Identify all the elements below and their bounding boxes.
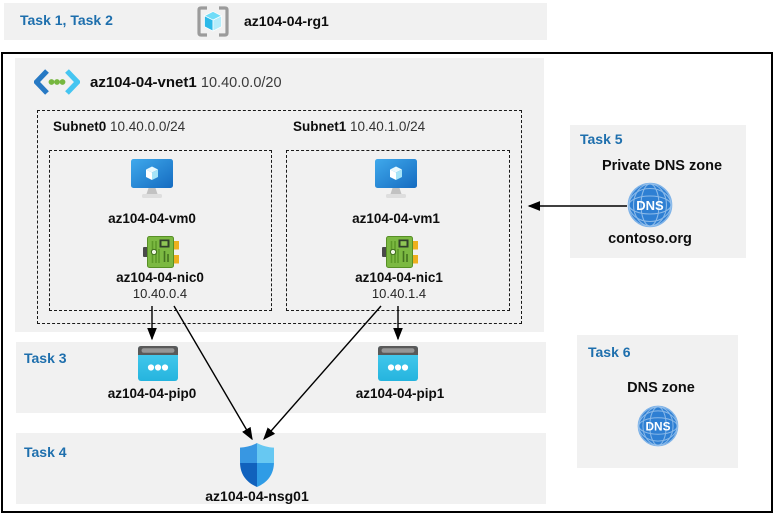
private-dns-zone-icon: DNS [627,182,673,228]
pip0-icon [138,346,178,381]
subnet0-label: Subnet0 10.40.0.0/24 [53,119,185,134]
subnet0-name: Subnet0 [53,119,107,134]
private-dns-icon-text: DNS [636,198,664,213]
vm0-icon [131,159,173,198]
vm1-name: az104-04-vm1 [352,211,440,226]
vnet-title: az104-04-vnet1 10.40.0.0/20 [90,74,282,91]
virtual-network-icon [34,69,80,95]
pip0-name: az104-04-pip0 [107,386,197,401]
nic0-icon [143,236,179,268]
subnet0-inner-dashed-box [49,150,272,311]
task4-strip [16,433,546,504]
subnet0-cidr: 10.40.0.0/24 [110,119,186,134]
nic1-icon [382,236,418,268]
subnet1-label: Subnet1 10.40.1.0/24 [293,119,425,134]
nic1-name: az104-04-nic1 [355,270,443,285]
nsg-shield-icon [240,443,274,487]
vm0-name: az104-04-vm0 [108,211,196,226]
resource-group-icon [197,6,229,37]
resource-group-strip [4,3,547,40]
dns-zone-icon-text: DNS [645,420,670,434]
subnet1-cidr: 10.40.1.0/24 [350,119,426,134]
dns-zone-icon: DNS [637,405,679,447]
task3-strip [16,342,546,413]
resource-group-name: az104-04-rg1 [244,13,329,29]
pip1-name: az104-04-pip1 [355,386,445,401]
nic0-name: az104-04-nic0 [116,270,204,285]
pip1-icon [378,346,418,381]
vm1-icon [375,159,417,198]
vnet-panel [15,58,544,332]
private-dns-zone-name: contoso.org [608,231,692,247]
diagram-border [1,52,773,513]
vnet-cidr: 10.40.0.0/20 [200,75,282,91]
nsg-name: az104-04-nsg01 [205,488,309,504]
task3-label: Task 3 [24,350,67,366]
private-dns-zone-title: Private DNS zone [601,158,723,174]
task6-label: Task 6 [588,344,631,360]
nic0-ip: 10.40.0.4 [132,286,188,301]
dns-zone-title: DNS zone [627,380,695,396]
task4-label: Task 4 [24,444,67,460]
task5-label: Task 5 [580,131,623,147]
vnet-name: az104-04-vnet1 [90,74,197,91]
subnet1-name: Subnet1 [293,119,347,134]
nic1-ip: 10.40.1.4 [371,286,427,301]
task-1-2-label: Task 1, Task 2 [20,12,113,28]
